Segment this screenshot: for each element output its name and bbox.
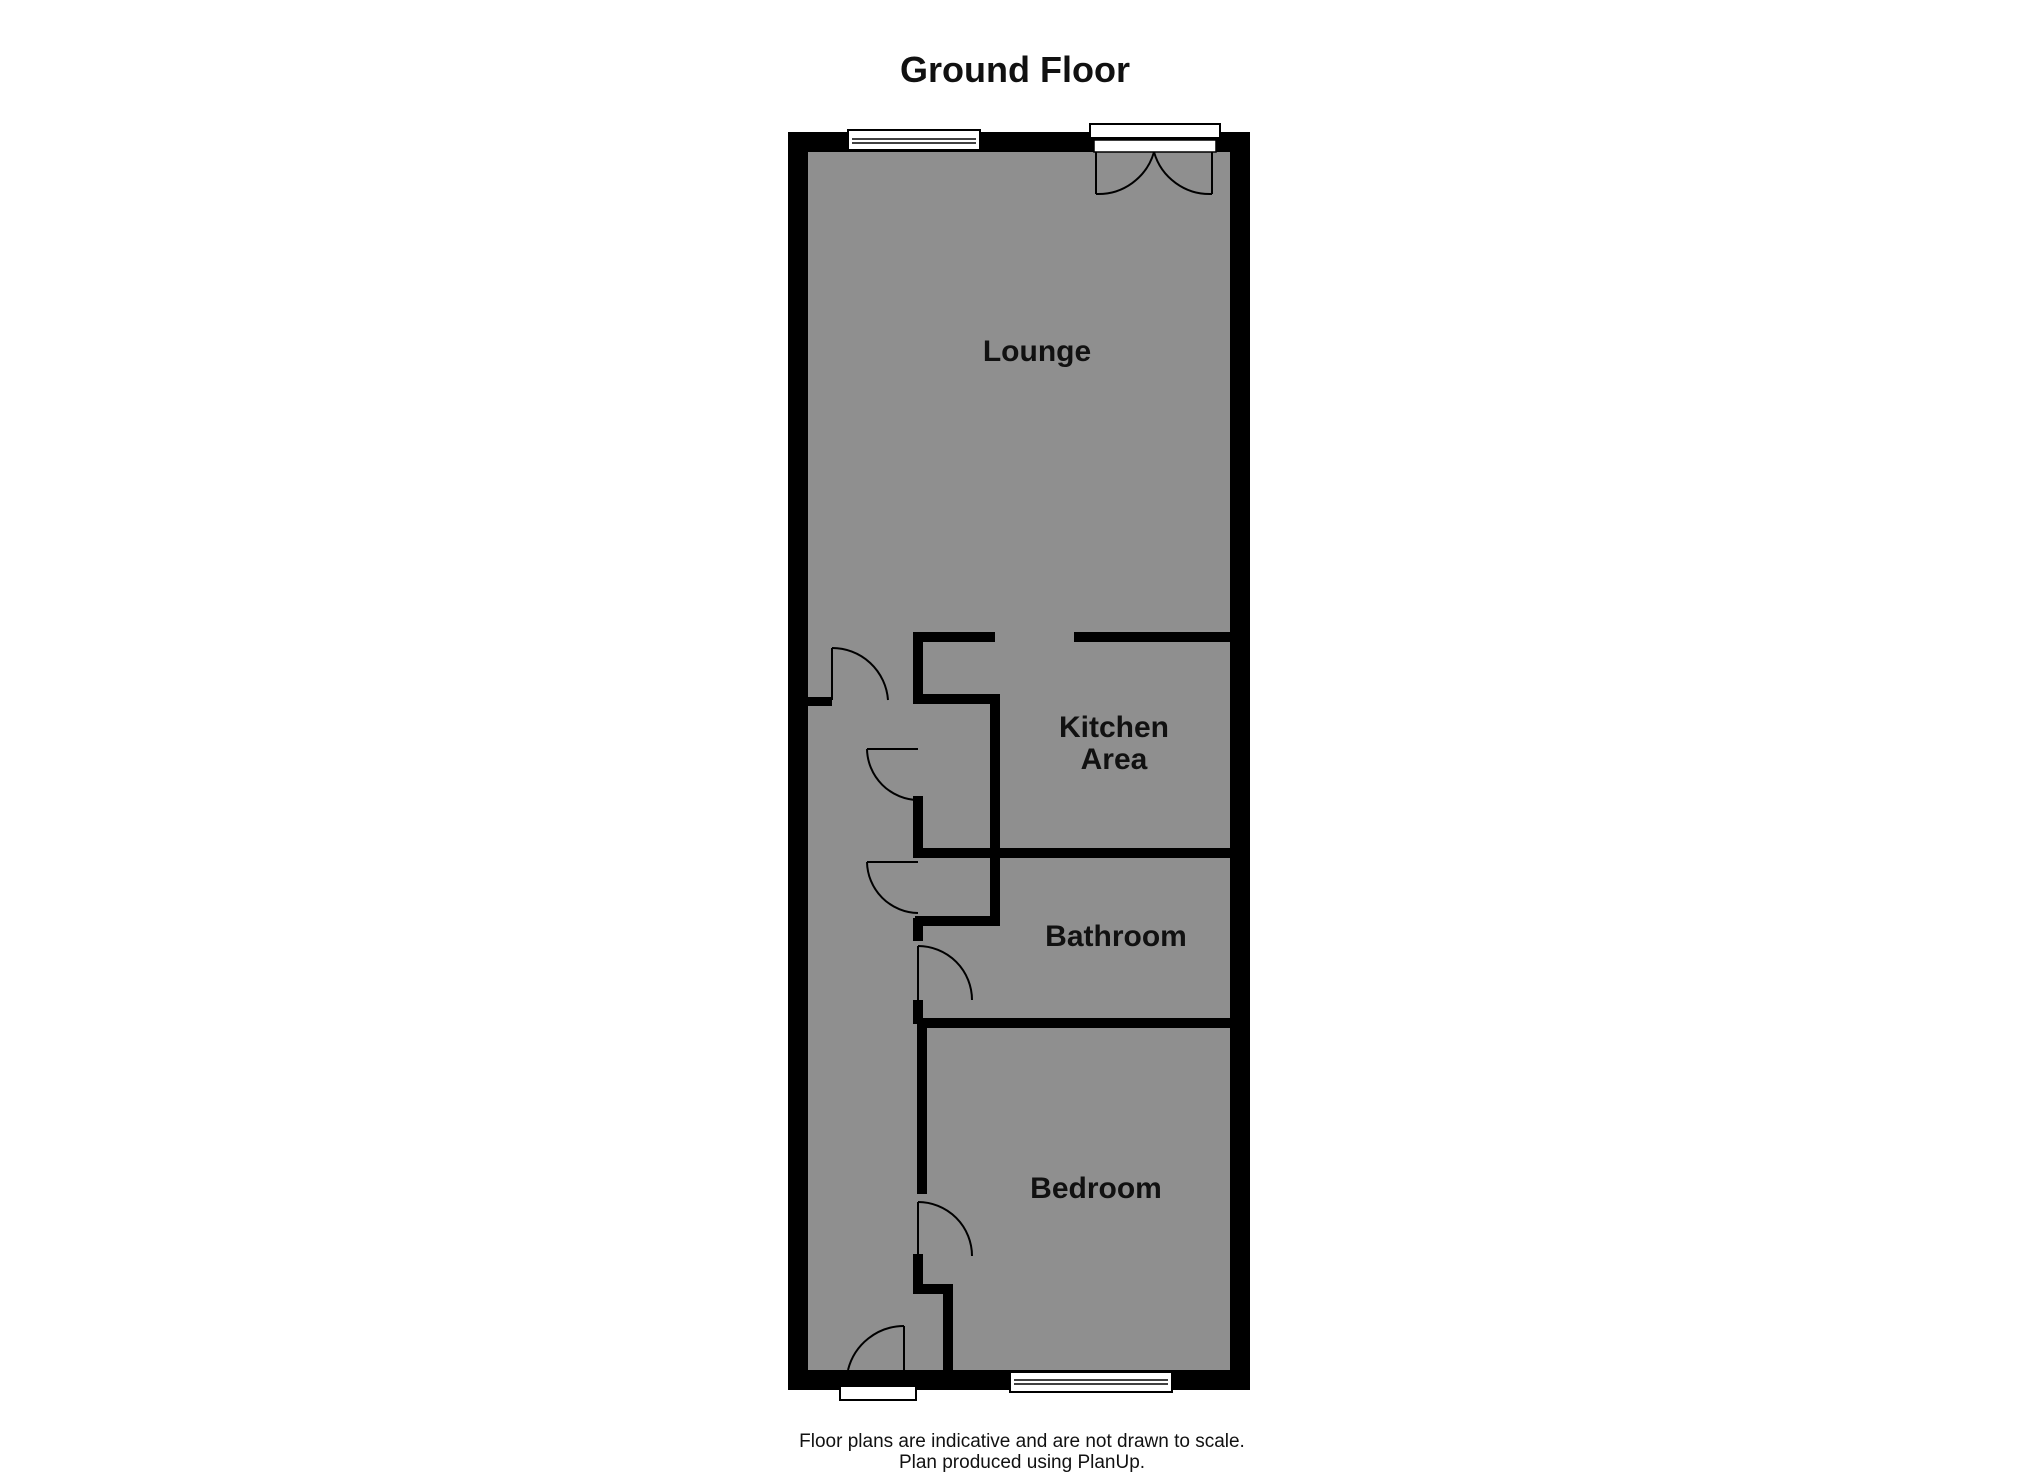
- floor-area: [806, 152, 1232, 1388]
- door-bedroom: [917, 1201, 973, 1257]
- plan-title: Ground Floor: [900, 49, 1130, 90]
- door-kitchen: [866, 861, 919, 914]
- front-door: [839, 1325, 917, 1401]
- patio-double-door: [1089, 123, 1221, 196]
- room-label-bedroom: Bedroom: [1030, 1172, 1162, 1205]
- window-bedroom-bottom: [1009, 1371, 1173, 1393]
- door-hall-lounge: [831, 646, 889, 701]
- room-label-kitchen-line2: Area: [1081, 743, 1148, 776]
- room-label-bathroom: Bathroom: [1045, 920, 1187, 953]
- room-label-lounge: Lounge: [983, 335, 1091, 368]
- disclaimer-line-2: Plan produced using PlanUp.: [899, 1452, 1145, 1473]
- door-bathroom: [917, 945, 973, 1001]
- room-label-kitchen-line1: Kitchen: [1059, 711, 1169, 744]
- outer-walls: [788, 132, 1250, 1390]
- disclaimer-line-1: Floor plans are indicative and are not d…: [799, 1431, 1245, 1452]
- door-cupboard: [866, 748, 919, 801]
- window-lounge-top: [847, 129, 981, 151]
- interior-walls: [806, 632, 1232, 1372]
